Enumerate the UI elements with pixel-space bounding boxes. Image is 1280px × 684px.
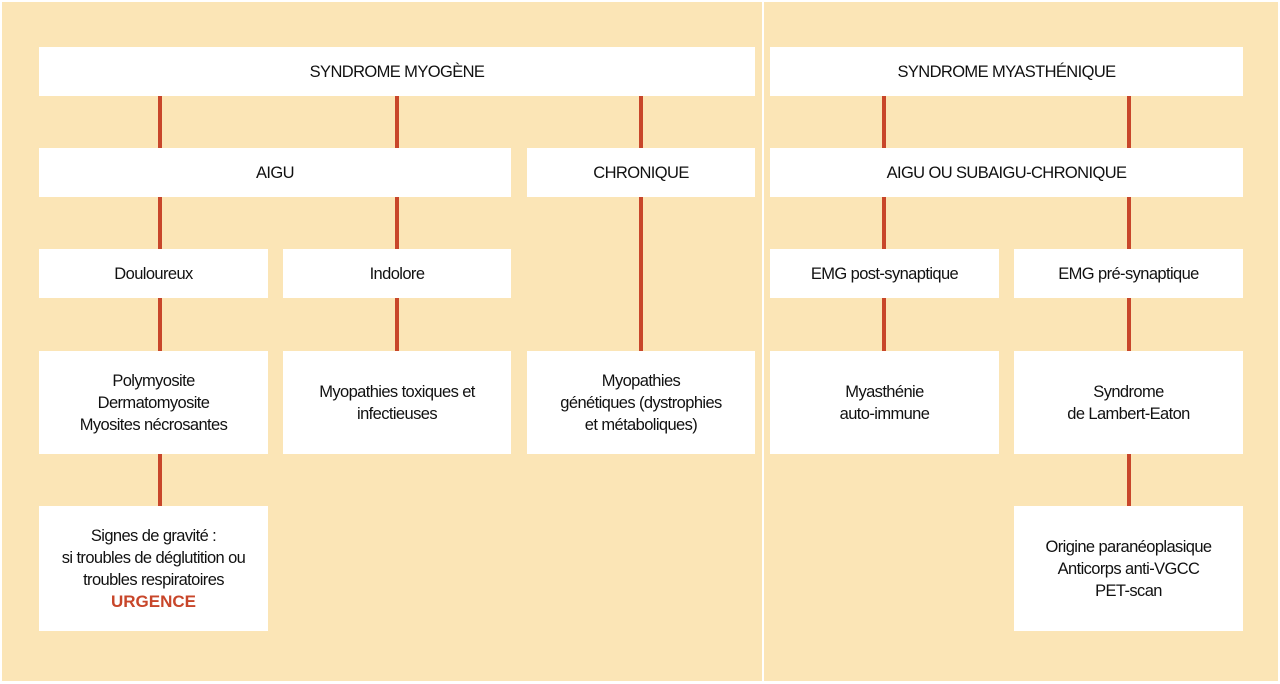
aigu-box: AIGU bbox=[39, 148, 511, 197]
box-line: troubles respiratoires bbox=[83, 570, 224, 589]
box-label: EMG post-synaptique bbox=[810, 264, 959, 283]
connector bbox=[639, 197, 643, 351]
syndrome-myogene-box: SYNDROME MYOGÈNE bbox=[39, 47, 755, 96]
box-line: Myasthénie bbox=[845, 382, 924, 401]
box-label: SYNDROME MYOGÈNE bbox=[309, 62, 485, 81]
box-label: AIGU OU SUBAIGU-CHRONIQUE bbox=[886, 163, 1127, 182]
box-line: infectieuses bbox=[357, 405, 438, 423]
box-line: Polymyosite bbox=[112, 371, 195, 390]
column-divider bbox=[762, 2, 764, 681]
connector bbox=[882, 298, 886, 351]
box-label: Indolore bbox=[369, 264, 425, 283]
box-label: AIGU bbox=[256, 163, 295, 182]
chronique-box: CHRONIQUE bbox=[527, 148, 755, 197]
box-line: Myopathies toxiques et bbox=[319, 383, 475, 401]
connector bbox=[158, 96, 162, 148]
connector bbox=[1127, 454, 1131, 506]
box-line: de Lambert-Eaton bbox=[1067, 404, 1190, 423]
syndrome-myasthenique-box: SYNDROME MYASTHÉNIQUE bbox=[770, 47, 1243, 96]
connector bbox=[158, 454, 162, 506]
connector bbox=[1127, 197, 1131, 249]
box-line: génétiques (dystrophies bbox=[560, 393, 722, 412]
connector bbox=[395, 197, 399, 249]
connector bbox=[158, 197, 162, 249]
aigu-subaigu-box: AIGU OU SUBAIGU-CHRONIQUE bbox=[770, 148, 1243, 197]
signes-gravite-box: Signes de gravité : si troubles de déglu… bbox=[39, 506, 268, 631]
box-label: EMG pré-synaptique bbox=[1058, 264, 1199, 283]
box-line: si troubles de déglutition ou bbox=[61, 548, 246, 567]
connector bbox=[882, 96, 886, 148]
connector bbox=[395, 96, 399, 148]
box-line: Syndrome bbox=[1093, 382, 1164, 401]
box-line: auto-immune bbox=[839, 404, 930, 423]
box-label: Douloureux bbox=[114, 264, 193, 283]
myopathies-genetiques-box: Myopathies génétiques (dystrophies et mé… bbox=[527, 351, 755, 454]
connector bbox=[882, 197, 886, 249]
lambert-eaton-box: Syndrome de Lambert-Eaton bbox=[1014, 351, 1243, 454]
connector bbox=[158, 298, 162, 351]
connector bbox=[1127, 298, 1131, 351]
myopathies-toxiques-box: Myopathies toxiques et infectieuses bbox=[283, 351, 511, 454]
box-line: Dermatomyosite bbox=[97, 393, 210, 412]
box-line: Signes de gravité : bbox=[90, 526, 217, 545]
box-line: Myopathies bbox=[601, 371, 681, 390]
connector bbox=[639, 96, 643, 148]
box-label: CHRONIQUE bbox=[593, 163, 689, 182]
box-line: Myosites nécrosantes bbox=[79, 415, 228, 434]
urgence-label: URGENCE bbox=[110, 591, 196, 611]
douloureux-box: Douloureux bbox=[39, 249, 268, 298]
box-line: Anticorps anti-VGCC bbox=[1057, 559, 1200, 578]
emg-post-synaptique-box: EMG post-synaptique bbox=[770, 249, 999, 298]
myosites-box: Polymyosite Dermatomyosite Myosites nécr… bbox=[39, 351, 268, 454]
box-line: Origine paranéoplasique bbox=[1045, 537, 1213, 556]
emg-pre-synaptique-box: EMG pré-synaptique bbox=[1014, 249, 1243, 298]
box-line: PET-scan bbox=[1095, 581, 1162, 600]
myasthenie-box: Myasthénie auto-immune bbox=[770, 351, 999, 454]
box-label: SYNDROME MYASTHÉNIQUE bbox=[897, 62, 1116, 81]
connector bbox=[395, 298, 399, 351]
connector bbox=[1127, 96, 1131, 148]
box-line: et métaboliques) bbox=[584, 415, 698, 434]
origine-paraneoplasique-box: Origine paranéoplasique Anticorps anti-V… bbox=[1014, 506, 1243, 631]
indolore-box: Indolore bbox=[283, 249, 511, 298]
